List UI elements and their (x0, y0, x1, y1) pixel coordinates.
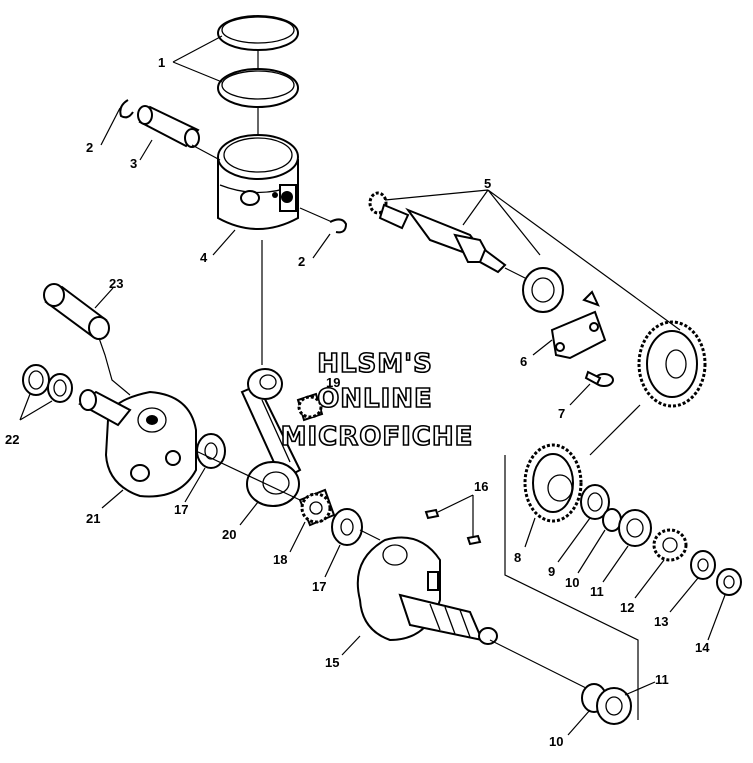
balancer-drive-gear (637, 320, 707, 408)
oil-seal-inner (47, 373, 73, 403)
washer-13 (690, 550, 716, 580)
crankshaft-left-half (78, 389, 197, 498)
balancer-bracket (550, 290, 607, 360)
callout-2-left: 2 (86, 140, 93, 155)
nut-14 (716, 568, 742, 596)
spacer-9 (580, 484, 610, 520)
watermark-line-3: MICROFICHE (281, 422, 474, 452)
callout-23: 23 (109, 276, 123, 291)
callout-5: 5 (484, 176, 491, 191)
callout-10-lower: 10 (549, 734, 563, 749)
callout-1: 1 (158, 55, 165, 70)
callout-15: 15 (325, 655, 339, 670)
callout-2-right: 2 (298, 254, 305, 269)
callout-17-right: 17 (312, 579, 326, 594)
piston (217, 134, 299, 230)
callout-16: 16 (474, 479, 488, 494)
piston-pin (137, 105, 200, 148)
callout-13: 13 (654, 614, 668, 629)
circlip-left (119, 99, 134, 119)
woodruff-key-upper (424, 508, 440, 520)
piston-ring-lower (217, 68, 299, 108)
callout-6: 6 (520, 354, 527, 369)
callout-19: 19 (326, 375, 340, 390)
small-end-bearing (296, 392, 324, 422)
primary-drive-gear (523, 443, 583, 523)
callout-14: 14 (695, 640, 710, 655)
woodruff-key-lower (466, 534, 482, 546)
collar-11-upper (618, 509, 652, 547)
callout-18: 18 (273, 552, 287, 567)
balancer-shaft (368, 191, 507, 274)
callout-10-upper: 10 (565, 575, 579, 590)
callout-12: 12 (620, 600, 634, 615)
crankshaft-right-half (356, 536, 498, 645)
balancer-bearing (522, 267, 564, 313)
callout-21: 21 (86, 511, 100, 526)
big-end-bearing (298, 488, 336, 527)
callout-3: 3 (130, 156, 137, 171)
callout-17-left: 17 (174, 502, 188, 517)
collar-11-lower (596, 687, 632, 725)
watermark-line-2: ONLINE (317, 384, 433, 414)
callout-4: 4 (200, 250, 208, 265)
callout-9: 9 (548, 564, 555, 579)
callout-8: 8 (514, 550, 521, 565)
callout-11-lower: 11 (655, 672, 669, 687)
connecting-rod (240, 368, 302, 507)
circlip-right (329, 218, 348, 234)
nut-12 (652, 528, 688, 562)
callout-7: 7 (558, 406, 565, 421)
callout-22: 22 (5, 432, 19, 447)
piston-ring-upper (217, 15, 299, 51)
callout-20: 20 (222, 527, 236, 542)
callout-11-upper: 11 (590, 584, 604, 599)
crank-pin (43, 283, 110, 340)
watermark-line-1: HLSM'S (317, 349, 433, 379)
bracket-bolt (584, 370, 614, 387)
oil-seal-outer (22, 364, 50, 396)
thrust-washer-right (331, 508, 363, 546)
